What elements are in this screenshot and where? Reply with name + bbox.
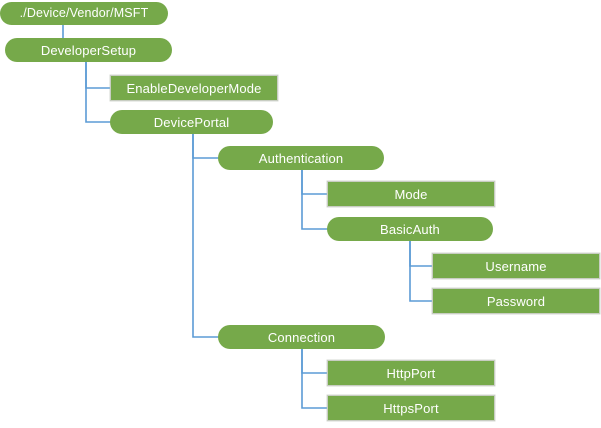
node-label: EnableDeveloperMode: [126, 80, 262, 96]
connector-path: [192, 133, 219, 338]
connector-developersetup-to-enabledevelopermode: [85, 61, 111, 89]
node-label: HttpPort: [386, 365, 436, 381]
node-connection[interactable]: Connection: [218, 325, 385, 349]
connector-deviceportal-to-connection: [192, 133, 219, 338]
node-label: Authentication: [258, 150, 344, 166]
node-root[interactable]: ./Device/Vendor/MSFT: [0, 2, 168, 25]
node-label: Connection: [267, 329, 336, 345]
connector-path: [409, 240, 433, 302]
node-label: Username: [485, 258, 547, 274]
connector-authentication-to-mode: [301, 169, 328, 195]
node-username[interactable]: Username: [432, 253, 600, 279]
node-httpport[interactable]: HttpPort: [327, 360, 495, 386]
connector-path: [85, 61, 111, 123]
connector-path: [301, 348, 328, 409]
node-developersetup[interactable]: DeveloperSetup: [5, 38, 172, 62]
node-label: HttpsPort: [383, 400, 439, 416]
node-password[interactable]: Password: [432, 288, 600, 314]
node-authentication[interactable]: Authentication: [218, 146, 384, 170]
connector-basicauth-to-username: [409, 240, 433, 267]
connector-deviceportal-to-authentication: [192, 133, 219, 159]
node-basicauth[interactable]: BasicAuth: [327, 217, 493, 241]
connector-basicauth-to-password: [409, 240, 433, 302]
node-label: ./Device/Vendor/MSFT: [19, 6, 149, 21]
connector-path: [301, 348, 328, 374]
connector-path: [301, 169, 328, 230]
node-label: BasicAuth: [380, 221, 440, 237]
connector-path: [85, 61, 111, 89]
connector-path: [409, 240, 433, 267]
connector-path: [192, 133, 219, 159]
connector-developersetup-to-deviceportal: [85, 61, 111, 123]
connector-authentication-to-basicauth: [301, 169, 328, 230]
node-label: DeveloperSetup: [40, 42, 137, 58]
node-deviceportal[interactable]: DevicePortal: [110, 110, 273, 134]
connector-path: [301, 169, 328, 195]
node-label: Mode: [394, 186, 428, 202]
node-enabledevelopermode[interactable]: EnableDeveloperMode: [110, 75, 278, 101]
node-label: Password: [486, 293, 546, 309]
node-label: DevicePortal: [153, 114, 230, 130]
node-mode[interactable]: Mode: [327, 181, 495, 207]
connector-connection-to-httpsport: [301, 348, 328, 409]
node-httpsport[interactable]: HttpsPort: [327, 395, 495, 421]
connector-connection-to-httpport: [301, 348, 328, 374]
